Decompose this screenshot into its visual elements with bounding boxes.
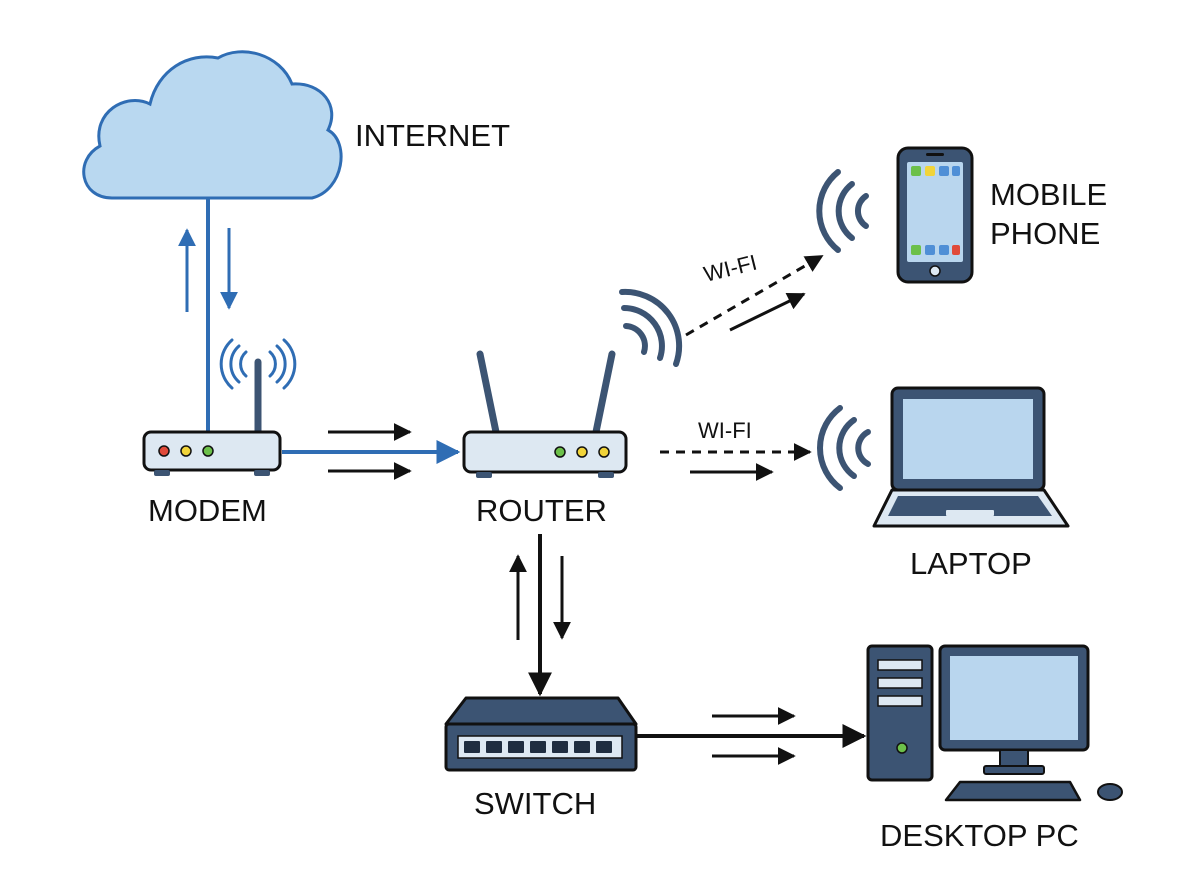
switch-label: SWITCH [474, 786, 596, 821]
desktop-pc-device [866, 644, 1123, 802]
internet-label: INTERNET [355, 118, 510, 153]
mobile-wifi-icon [816, 169, 869, 253]
mouse-icon [1097, 783, 1123, 801]
router-wifi-icon [619, 288, 683, 367]
home-button-icon [929, 265, 941, 277]
keyboard [944, 780, 1082, 802]
router-led-yellow [576, 446, 588, 458]
internet-cloud [82, 50, 343, 200]
router-device [462, 350, 628, 478]
desktop-label: DESKTOP PC [880, 818, 1079, 853]
wifi-label-mobile: WI-FI [701, 250, 759, 287]
modem-label: MODEM [148, 493, 267, 528]
laptop-device [872, 386, 1070, 528]
wifi-link-mobile [685, 254, 824, 337]
modem-led-yellow [180, 445, 192, 457]
mobile-label-line1: MOBILE [990, 177, 1107, 212]
router-led-yellow-2 [598, 446, 610, 458]
modem-led-green [202, 445, 214, 457]
ethernet-ports [464, 741, 612, 753]
modem-signal-icon [219, 338, 297, 390]
laptop-label: LAPTOP [910, 546, 1032, 581]
flow-arrow [729, 292, 806, 332]
power-led [896, 742, 908, 754]
mobile-label-line2: PHONE [990, 216, 1100, 251]
laptop-wifi-icon [817, 405, 871, 491]
router-led-green [554, 446, 566, 458]
router-label: ROUTER [476, 493, 607, 528]
modem-device [142, 338, 297, 476]
wifi-label-laptop: WI-FI [698, 418, 752, 443]
modem-led-red [158, 445, 170, 457]
mobile-phone-device [896, 146, 974, 284]
switch-device [444, 696, 638, 772]
